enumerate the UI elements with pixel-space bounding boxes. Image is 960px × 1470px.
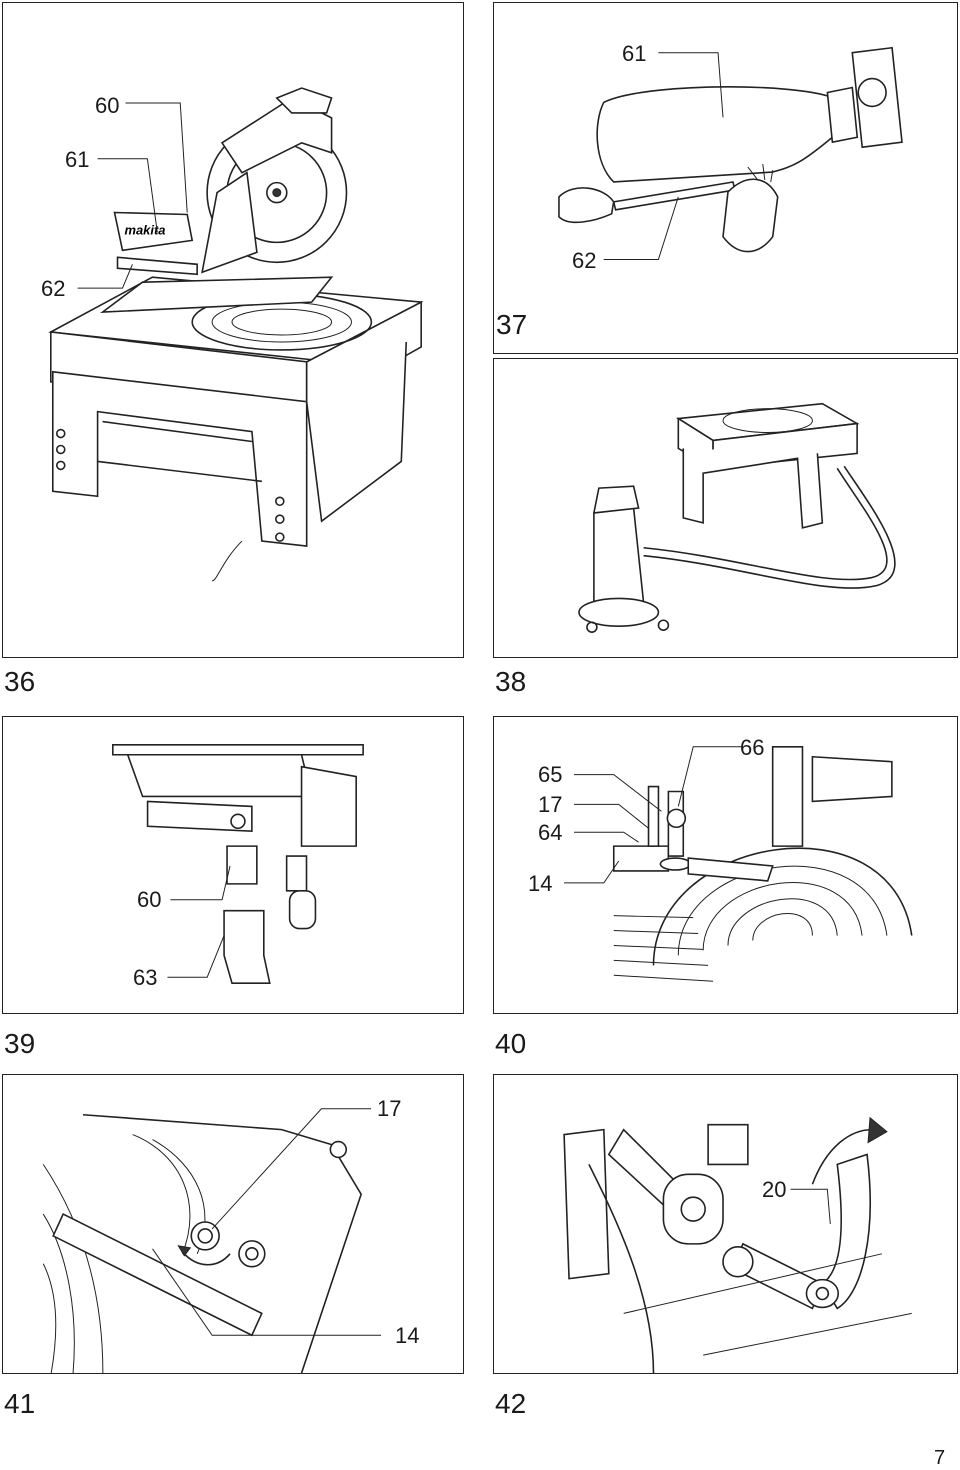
callout-60: 60 [95,93,120,118]
figure-42-panel: 20 [493,1074,958,1374]
callout-66: 66 [740,735,765,760]
callout-20: 20 [762,1177,787,1202]
callout-61: 61 [65,147,90,172]
figure-39-illustration [112,744,364,984]
figure-40-panel: 65 17 64 66 14 [493,716,958,1014]
figure-37-illustration [558,46,903,261]
callout-65: 65 [538,762,563,787]
callout-62: 62 [572,248,597,273]
callout-14: 14 [395,1323,420,1348]
callout-14: 14 [528,871,553,896]
figure-41-panel: 17 14 [2,1074,464,1374]
figure-38-panel [493,358,958,658]
callout-63: 63 [133,965,158,990]
callout-60: 60 [137,887,162,912]
callout-64: 64 [538,820,563,845]
figure-37-panel: 61 62 37 [493,2,958,354]
callout-17: 17 [538,792,563,817]
figure-36-illustration: makita [48,87,424,582]
makita-logo: makita [124,222,165,237]
figure-39-panel: 60 63 [2,716,464,1014]
figure-41-illustration [42,1108,382,1373]
figure-number-40: 40 [495,1028,527,1059]
figure-42-illustration [563,1116,912,1373]
figure-number-38: 38 [495,666,527,697]
page-number: 7 [934,1447,946,1469]
callout-62: 62 [41,276,66,301]
figure-number-36: 36 [4,666,36,697]
figure-number-42: 42 [495,1388,527,1419]
callout-61: 61 [622,41,647,66]
figure-number-39: 39 [4,1028,36,1059]
figure-36-panel: makita 60 61 62 [2,2,464,658]
figure-number-41: 41 [4,1388,36,1419]
figure-40-illustration [564,746,913,982]
figure-number-37: 37 [496,309,528,340]
callout-17: 17 [377,1096,402,1121]
figure-38-illustration [578,402,896,633]
